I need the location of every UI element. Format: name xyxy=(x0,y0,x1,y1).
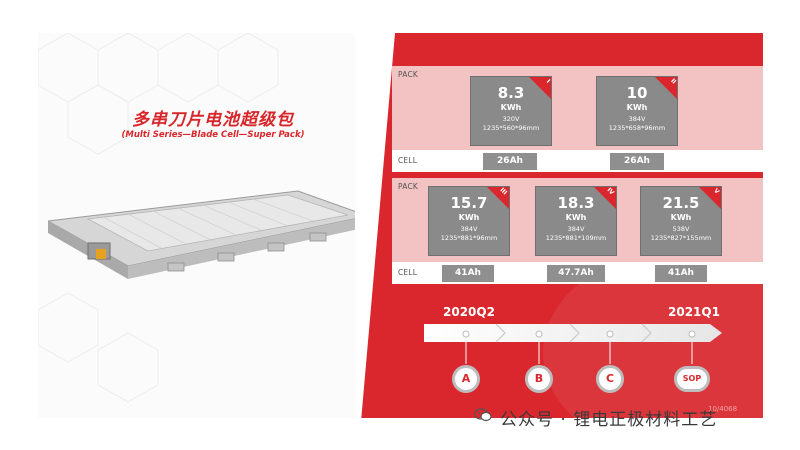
pack-card-2: 10 KWh 384V 1235*658*96mm II xyxy=(596,76,678,146)
cell-capacity-pill: 41Ah xyxy=(442,265,494,282)
milestone-b: B xyxy=(525,365,553,393)
pack-voltage: 538V xyxy=(672,225,690,233)
pack-row-1: PACK xyxy=(392,66,763,150)
wechat-icon xyxy=(474,408,492,422)
milestone-a: A xyxy=(452,365,480,393)
cell-capacity-pill: 47.7Ah xyxy=(547,265,605,282)
pack-kwh: 18.3 xyxy=(557,194,595,212)
hexagon-background xyxy=(38,33,279,403)
pack-card-5: 21.5 KWh 538V 1235*827*155mm V xyxy=(640,186,722,256)
pack-corner-flag xyxy=(487,187,509,209)
pack-dimensions: 1235*881*109mm xyxy=(545,234,607,242)
pack-kwh-unit: KWh xyxy=(500,103,522,112)
pack-kwh-unit: KWh xyxy=(670,213,692,222)
pack-kwh: 15.7 xyxy=(450,194,488,212)
pack-dimensions: 1235*658*96mm xyxy=(608,124,666,132)
pack-dimensions: 1235*827*155mm xyxy=(650,234,712,242)
title-zh: 多串刀片电池超级包 xyxy=(132,110,294,130)
pack-corner-flag xyxy=(594,187,616,209)
pack-corner-flag xyxy=(699,187,721,209)
timeline-end-label: 2021Q1 xyxy=(668,305,720,319)
pack-kwh: 10 xyxy=(626,84,648,102)
watermark-text: 公众号 · 锂电正极材料工艺 xyxy=(500,410,718,430)
pack-card-4: 18.3 KWh 384V 1235*881*109mm IV xyxy=(535,186,617,256)
pack-card-3: 15.7 KWh 384V 1235*881*96mm III xyxy=(428,186,510,256)
cell-label: CELL xyxy=(398,268,418,277)
milestone-sop: SOP xyxy=(674,366,710,392)
cell-capacity-pill: 41Ah xyxy=(655,265,707,282)
timeline-start-label: 2020Q2 xyxy=(443,305,495,319)
pack-dimensions: 1235*560*96mm xyxy=(482,124,540,132)
pack-voltage: 384V xyxy=(460,225,478,233)
slide-left-panel: 多串刀片电池超级包 (Multi Series—Blade Cell—Super… xyxy=(38,33,388,418)
title-en: (Multi Series—Blade Cell—Super Pack) xyxy=(121,130,305,140)
battery-pack-illustration xyxy=(48,190,368,279)
pack-kwh-unit: KWh xyxy=(626,103,648,112)
cell-capacity-pill: 26Ah xyxy=(610,153,664,170)
pack-label: PACK xyxy=(398,70,418,79)
pack-corner-flag xyxy=(655,77,677,99)
pack-voltage: 384V xyxy=(567,225,585,233)
page-number: 10/4068 xyxy=(708,405,738,413)
pack-label: PACK xyxy=(398,182,418,191)
pack-dimensions: 1235*881*96mm xyxy=(440,234,498,242)
cell-capacity-pill: 26Ah xyxy=(483,153,537,170)
pack-corner-flag xyxy=(529,77,551,99)
pack-kwh-unit: KWh xyxy=(458,213,480,222)
pack-card-1: 8.3 KWh 320V 1235*560*96mm I xyxy=(470,76,552,146)
pack-voltage: 384V xyxy=(628,115,646,123)
cell-label: CELL xyxy=(398,156,418,165)
pack-kwh-unit: KWh xyxy=(565,213,587,222)
milestone-c: C xyxy=(596,365,624,393)
pack-voltage: 320V xyxy=(502,115,520,123)
pack-kwh: 21.5 xyxy=(662,194,700,212)
pack-kwh: 8.3 xyxy=(497,84,525,102)
